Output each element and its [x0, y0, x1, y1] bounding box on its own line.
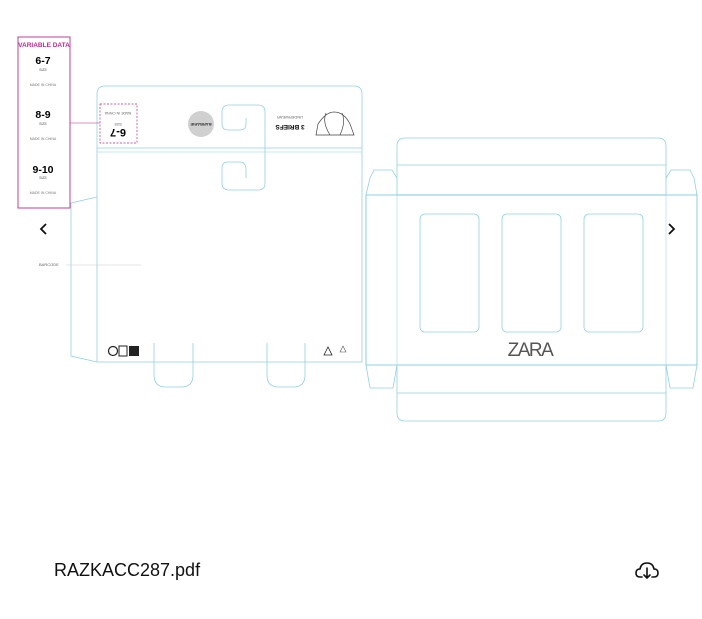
size-value: 6-7 [35, 55, 50, 67]
window [583, 213, 644, 333]
barcode-label: BARCODE [39, 262, 59, 267]
right-side-flap [365, 169, 398, 196]
size-value: 8-9 [35, 109, 50, 121]
top-flap [96, 85, 363, 148]
brand-circle [188, 111, 214, 137]
hanger-hole [221, 104, 266, 191]
brand-circle-label: BARBARIE [190, 122, 211, 127]
briefs-illustration-icon [315, 111, 355, 136]
variable-data-box [17, 36, 138, 209]
right-side-flap [665, 169, 698, 196]
dieline-drawing: VARIABLE DATA 6-7 SIZE MADE IN CHINA 8-9… [17, 36, 698, 422]
right-bottom-flap [396, 393, 667, 422]
cloud-download-icon [635, 562, 659, 580]
size-label: SIZE [39, 122, 47, 126]
window [501, 213, 562, 333]
bottom-tab [153, 343, 194, 388]
right-top-flap [396, 137, 667, 166]
pdf-preview: VARIABLE DATA 6-7 SIZE MADE IN CHINA 8-9… [17, 36, 698, 422]
file-name: RAZKACC287.pdf [54, 560, 201, 580]
panel-size: 6-7 [110, 126, 126, 138]
size-label: SIZE [39, 68, 47, 72]
glue-flap [70, 196, 98, 363]
previous-page-button[interactable] [33, 218, 55, 240]
size-value: 9-10 [32, 164, 53, 176]
zara-logo: ZARA [508, 340, 555, 361]
front-panel [96, 147, 363, 363]
origin-label: MADE IN CHINA [30, 137, 57, 141]
download-button[interactable] [634, 558, 660, 582]
panel-size-label: SIZE [113, 122, 121, 126]
origin-label: MADE IN CHINA [30, 83, 57, 87]
bottom-tab [266, 343, 306, 388]
recycling-icons [107, 345, 347, 357]
product-name: 3 BRIEFS [275, 123, 305, 130]
next-page-button[interactable] [660, 218, 682, 240]
panel-origin: MADE IN CHINA [104, 111, 131, 115]
window [419, 213, 480, 333]
origin-label: MADE IN CHINA [30, 191, 57, 195]
chevron-right-icon [668, 223, 676, 235]
chevron-left-icon [39, 223, 47, 235]
product-category: UNDERWEAR [277, 115, 303, 120]
variable-data-title: VARIABLE DATA [18, 42, 70, 49]
size-label: SIZE [39, 176, 47, 180]
